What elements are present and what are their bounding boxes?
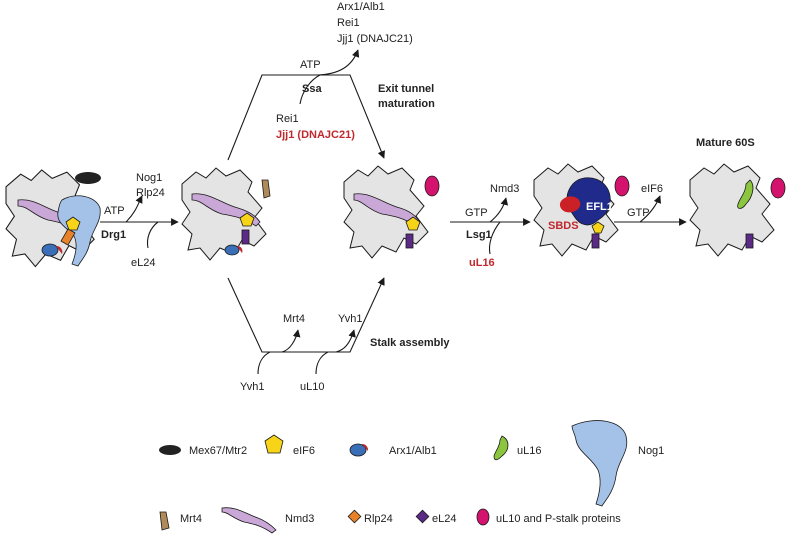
label-nmd3: Nmd3: [490, 183, 519, 195]
nmd3-release-arrow: [489, 197, 509, 223]
label-exit-tunnel-2: maturation: [378, 98, 435, 110]
legend-ul16-label: uL16: [517, 445, 541, 457]
label-efl1: EFL1: [586, 201, 613, 213]
legend-el24-swatch: [415, 509, 430, 524]
legend-eif6-swatch: [264, 434, 284, 454]
legend-ul10-label: uL10 and P-stalk proteins: [496, 513, 621, 525]
legend-arx1-swatch: [349, 443, 369, 457]
ribosome-precursor-4: [533, 163, 630, 257]
ul16-join-arrow: [488, 221, 501, 255]
label-mrt4: Mrt4: [283, 313, 305, 325]
legend-eif6-label: eIF6: [293, 445, 315, 457]
legend-rlp24-swatch: [347, 509, 362, 524]
yvh1-join-arrow: [257, 351, 271, 375]
mrt4-release-arrow: [281, 329, 301, 353]
legend-nog1-label: Nog1: [638, 445, 664, 457]
label-nog1: Nog1: [136, 172, 162, 184]
ul10-join-arrow: [315, 351, 329, 375]
label-eif6: eIF6: [641, 183, 663, 195]
ribosome-precursor-1: [5, 169, 101, 268]
legend-arx1-label: Arx1/Alb1: [389, 445, 437, 457]
label-mature-60s: Mature 60S: [696, 137, 755, 149]
label-arx-alb1-top: Arx1/Alb1: [337, 1, 385, 13]
label-rlp24: Rlp24: [136, 187, 165, 199]
legend-row-2: Mrt4 Nmd3 Rlp24 eL24 uL10 and P-stalk pr…: [159, 507, 621, 534]
legend-el24-label: eL24: [432, 513, 456, 525]
label-lsg1: Lsg1: [466, 229, 492, 241]
nog1-release-arrow: [125, 195, 143, 223]
legend-mex67-label: Mex67/Mtr2: [189, 445, 247, 457]
eif6-release-arrow: [639, 195, 661, 223]
label-drg1: Drg1: [101, 229, 126, 241]
label-yvh1-bottom: Yvh1: [240, 381, 264, 393]
label-rei1-top: Rei1: [337, 17, 360, 29]
legend-nmd3-swatch: [221, 507, 277, 534]
legend-ul10-swatch: [476, 508, 490, 526]
ribosome-mature-60s: [689, 163, 786, 257]
exit-tunnel-branch: [227, 74, 385, 161]
label-yvh1-arrow: Yvh1: [338, 313, 362, 325]
label-atp-top: ATP: [300, 59, 321, 71]
label-sbds: SBDS: [548, 220, 579, 232]
label-atp-left: ATP: [104, 205, 125, 217]
label-jjj1-mid: Jjj1 (DNAJC21): [276, 129, 355, 141]
label-ul16: uL16: [469, 257, 495, 269]
label-ssa: Ssa: [302, 83, 322, 95]
legend-nmd3-label: Nmd3: [285, 513, 314, 525]
legend-nog1-swatch: [571, 420, 628, 507]
legend-rlp24-label: Rlp24: [364, 513, 393, 525]
label-rei1-mid: Rei1: [276, 113, 299, 125]
ssa-release-arrow: [317, 49, 360, 76]
legend: Mex67/Mtr2 eIF6 Arx1/Alb1 uL16 Nog1: [159, 420, 664, 507]
el24-join-arrow: [146, 221, 159, 249]
ribosome-precursor-2: [181, 167, 271, 261]
label-jjj1-top: Jjj1 (DNAJC21): [337, 33, 413, 45]
label-gtp-1: GTP: [465, 207, 488, 219]
legend-mex67-swatch: [159, 445, 181, 455]
ribosome-precursor-3: [343, 165, 440, 259]
yvh1-release-arrow: [335, 329, 356, 353]
legend-mrt4-swatch: [159, 511, 170, 531]
legend-ul16-swatch: [493, 435, 509, 461]
label-el24: eL24: [131, 257, 155, 269]
label-gtp-2: GTP: [627, 207, 650, 219]
rei1-join-arrow: [299, 74, 321, 105]
label-ul10: uL10: [300, 381, 324, 393]
legend-mrt4-label: Mrt4: [180, 513, 202, 525]
label-exit-tunnel-1: Exit tunnel: [378, 83, 434, 95]
stalk-assembly-branch: [227, 277, 385, 353]
label-stalk-assembly: Stalk assembly: [370, 337, 450, 349]
